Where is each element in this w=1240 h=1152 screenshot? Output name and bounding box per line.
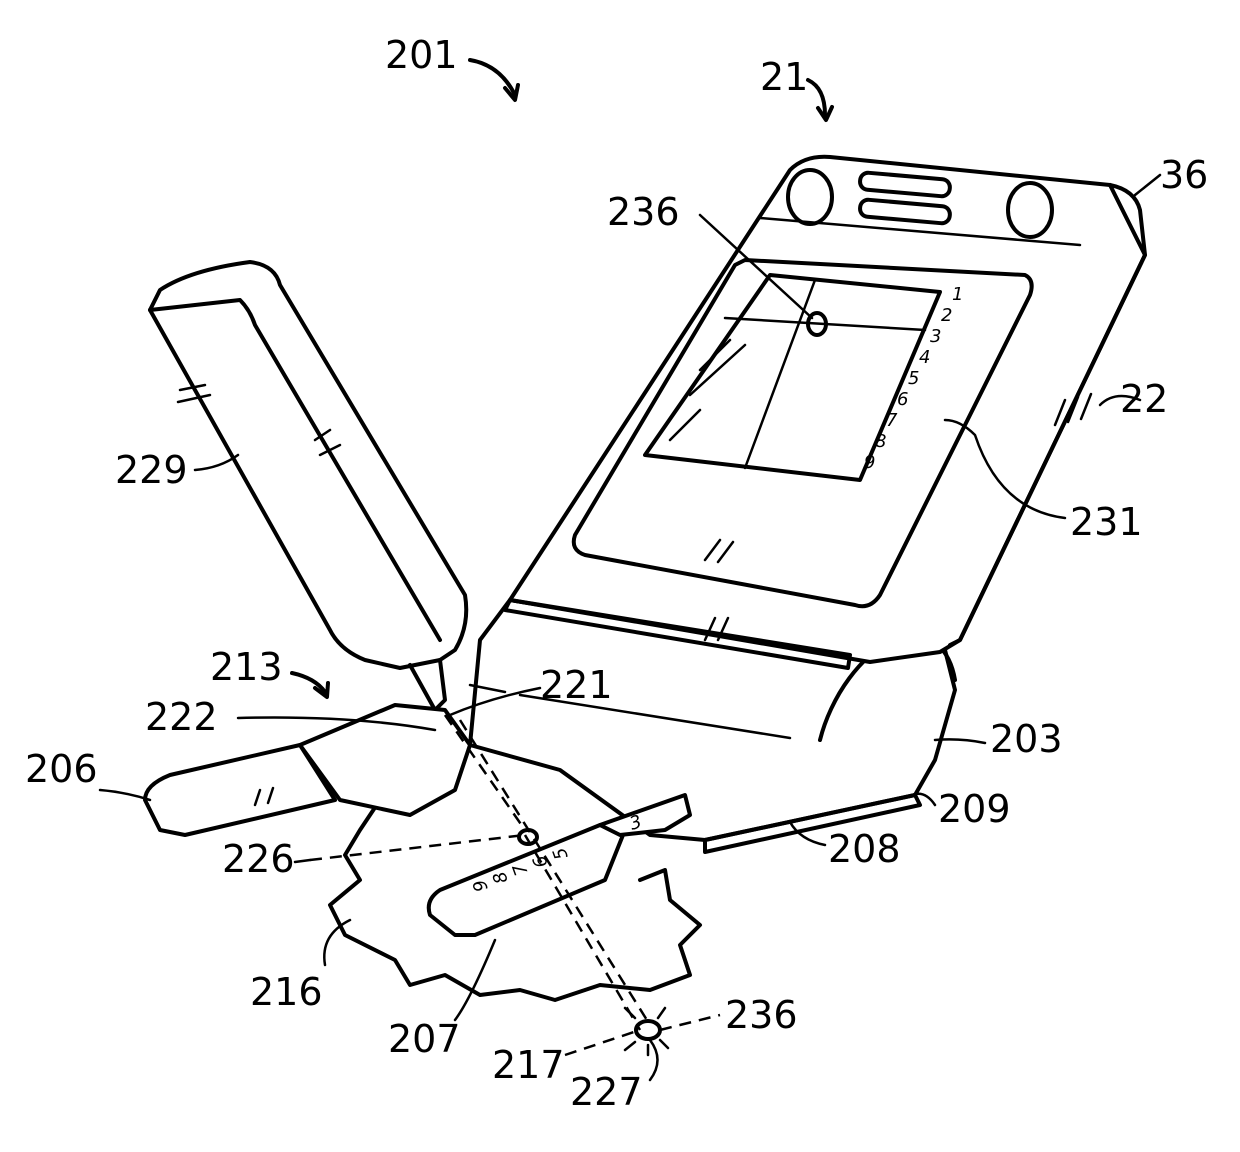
ref-207: 207	[388, 1017, 461, 1061]
ref-21: 21	[760, 55, 808, 99]
ref-36: 36	[1160, 153, 1208, 197]
ref-213: 213	[210, 645, 283, 689]
ref-236-top: 236	[607, 190, 680, 234]
ref-208: 208	[828, 827, 901, 871]
ref-227: 227	[570, 1070, 643, 1114]
ref-221: 221	[540, 663, 613, 707]
ref-229: 229	[115, 448, 188, 492]
ref-231: 231	[1070, 500, 1143, 544]
screen-scale-mark: 5	[908, 368, 919, 389]
screen-scale-mark: 3	[930, 326, 941, 347]
ref-222: 222	[145, 695, 218, 739]
screen-scale-mark: 2	[941, 305, 952, 326]
screen-scale-mark: 4	[919, 347, 930, 368]
ref-201: 201	[385, 33, 458, 77]
ref-203: 203	[990, 717, 1063, 761]
screen-scale-mark: 6	[897, 389, 908, 410]
screen-scale: 123456789	[864, 284, 963, 473]
screen-scale-mark: 1	[952, 284, 963, 305]
screen-scale-mark: 8	[875, 431, 886, 452]
ref-226: 226	[222, 837, 295, 881]
ref-22: 22	[1120, 377, 1168, 421]
ref-209: 209	[938, 787, 1011, 831]
ref-217: 217	[492, 1043, 565, 1087]
ref-216: 216	[250, 970, 323, 1014]
ref-236-bottom: 236	[725, 993, 798, 1037]
screen-scale-mark: 9	[864, 452, 875, 473]
ref-206: 206	[25, 747, 98, 791]
screen-scale-mark: 7	[886, 410, 898, 431]
